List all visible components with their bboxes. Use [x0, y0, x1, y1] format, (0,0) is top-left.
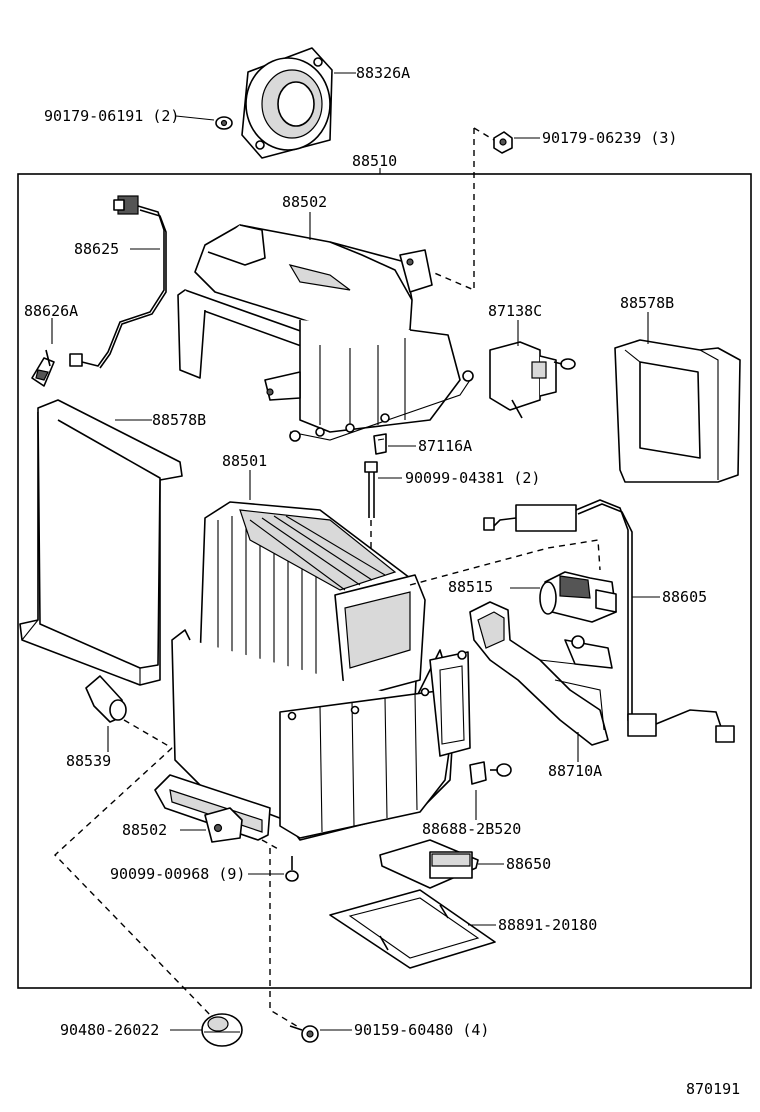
part-87138C-resistor — [489, 341, 557, 419]
label-90179-06191: 90179-06191 (2) — [44, 107, 179, 125]
label-90480: 90480-26022 — [60, 1021, 159, 1039]
part-90159-screw — [289, 1025, 319, 1043]
part-90480-grommet — [201, 1013, 243, 1047]
part-90179-06191-nut — [215, 116, 233, 130]
label-90099-04381: 90099-04381 (2) — [405, 469, 540, 487]
label-88626A: 88626A — [24, 302, 78, 320]
label-88578B-left: 88578B — [152, 411, 206, 429]
label-88515: 88515 — [448, 578, 493, 596]
label-90099-00968: 90099-00968 (9) — [110, 865, 245, 883]
part-88688-clip — [469, 761, 512, 785]
part-88502-upper-case — [177, 224, 474, 442]
part-90099-04381-bolt — [364, 461, 378, 518]
label-87138C: 87138C — [488, 302, 542, 320]
label-88502-bottom: 88502 — [122, 821, 167, 839]
label-87116A: 87116A — [418, 437, 472, 455]
diagram-number: 870191 — [686, 1080, 740, 1098]
part-87116A-clip — [373, 433, 387, 455]
label-88578B-right: 88578B — [620, 294, 674, 312]
label-88501: 88501 — [222, 452, 267, 470]
part-88326A-flange — [241, 47, 333, 159]
label-88688: 88688-2B520 — [422, 820, 521, 838]
label-88326A: 88326A — [356, 64, 410, 82]
part-88539-drain-hose — [85, 675, 127, 723]
label-88650: 88650 — [506, 855, 551, 873]
label-88710A: 88710A — [548, 762, 602, 780]
label-88502-top: 88502 — [282, 193, 327, 211]
part-88625-sensor-harness — [69, 195, 167, 369]
part-88515-expansion-valve — [539, 571, 617, 623]
part-88605-thermistor-harness — [483, 499, 735, 743]
label-90159: 90159-60480 (4) — [354, 1021, 489, 1039]
label-88539: 88539 — [66, 752, 111, 770]
assembly-frame — [17, 173, 752, 989]
part-90099-00968-screw — [285, 856, 299, 882]
part-88650-amplifier — [379, 839, 479, 889]
part-87138C-screw — [553, 358, 576, 370]
label-88605: 88605 — [662, 588, 707, 606]
label-88891: 88891-20180 — [498, 916, 597, 934]
part-88710A-tube — [469, 601, 613, 746]
part-88502-lower-case — [154, 629, 471, 843]
part-88626A-clip — [31, 349, 55, 387]
label-88510: 88510 — [352, 152, 397, 170]
part-88578B-right-seal — [614, 339, 741, 483]
label-88625: 88625 — [74, 240, 119, 258]
label-90179-06239: 90179-06239 (3) — [542, 129, 677, 147]
part-90179-06239-nut — [493, 131, 513, 154]
part-88891-filter — [329, 889, 496, 969]
part-88578B-left-seal — [19, 399, 183, 686]
